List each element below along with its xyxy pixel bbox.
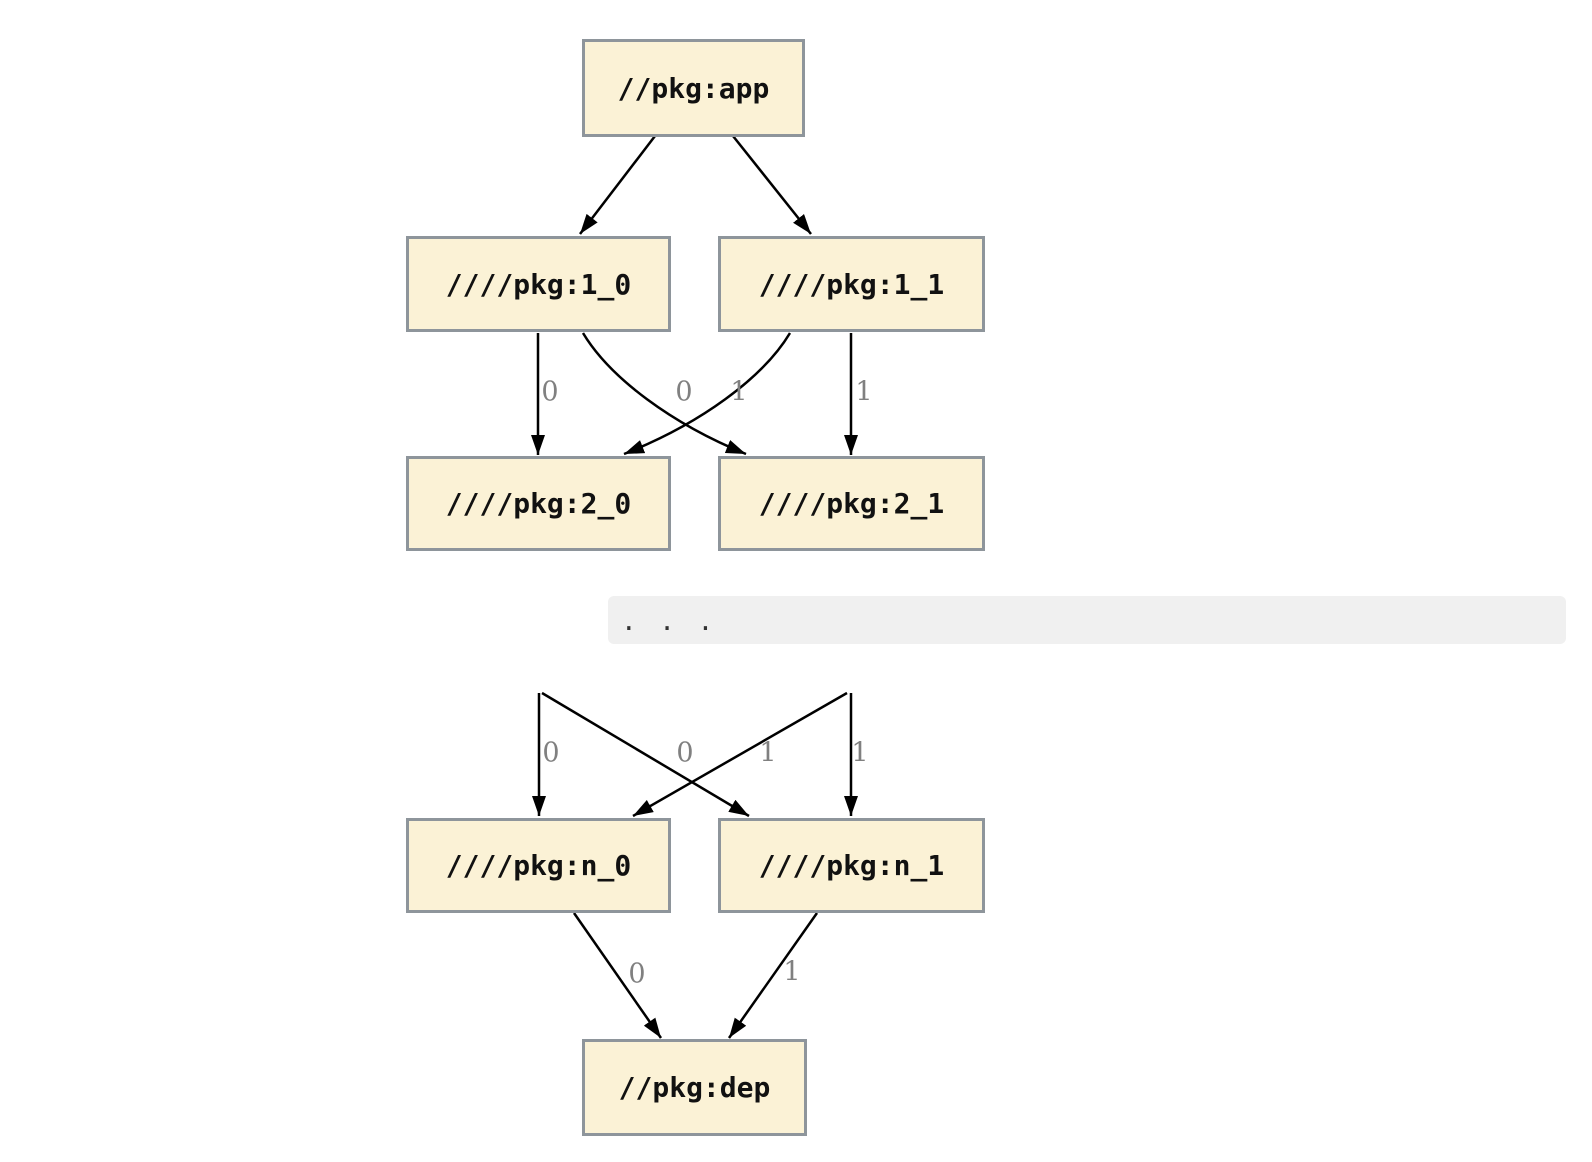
edge-1_0-to-2_1	[581, 332, 747, 456]
edge-app-to-1_1	[732, 135, 812, 235]
ellipsis-band: . . .	[608, 596, 1566, 644]
edge-label-1_1-2_1: 1	[855, 376, 873, 408]
node-pkg-app: //pkg:app	[582, 39, 805, 137]
edge-label-ellipsis-n_1-left: 1	[759, 737, 777, 769]
edge-label-n_0-dep: 0	[628, 958, 646, 990]
node-pkg-1_0: ////pkg:1_0	[406, 236, 671, 332]
edge-label-ellipsis-n_1-right: 1	[851, 737, 869, 769]
edge-ellipsis-right-to-n_0	[632, 691, 848, 818]
edge-label-1_0-2_0: 0	[541, 376, 559, 408]
edge-label-ellipsis-n_0-right: 0	[676, 737, 694, 769]
node-pkg-dep: //pkg:dep	[582, 1039, 807, 1136]
node-pkg-n_1: ////pkg:n_1	[718, 818, 985, 913]
node-pkg-n_0: ////pkg:n_0	[406, 818, 671, 913]
edge-n_1-to-dep	[727, 912, 819, 1039]
edge-label-ellipsis-n_0-left: 0	[542, 737, 560, 769]
edge-label-1_1-2_0: 0	[675, 376, 693, 408]
edge-ellipsis-left-to-n_1	[541, 691, 750, 818]
ellipsis-dots: . . .	[621, 607, 714, 637]
edge-n_0-to-dep	[572, 912, 663, 1039]
edge-label-1_0-2_1: 1	[730, 376, 748, 408]
edge-label-n_1-dep: 1	[783, 956, 801, 988]
edge-1_1-to-2_0	[623, 332, 792, 456]
edge-app-to-1_0	[579, 135, 656, 235]
node-pkg-1_1: ////pkg:1_1	[718, 236, 985, 332]
node-pkg-2_1: ////pkg:2_1	[718, 456, 985, 551]
node-pkg-2_0: ////pkg:2_0	[406, 456, 671, 551]
